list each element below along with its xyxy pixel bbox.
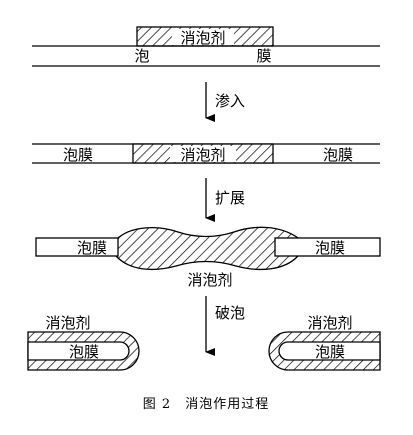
film-block-left	[35, 237, 119, 257]
film-block-right	[274, 237, 381, 257]
stage2: 消泡剂 泡膜 泡膜	[32, 143, 380, 164]
stage1: 消泡剂 泡 膜	[32, 26, 380, 67]
step1-label: 渗入	[215, 92, 245, 110]
figure-caption: 图 2 消泡作用过程	[143, 397, 269, 412]
defoamer-label: 消泡剂	[180, 146, 225, 164]
right-film-core	[278, 341, 381, 361]
film-label-right: 膜	[256, 47, 271, 65]
defoamer-lens	[115, 226, 299, 271]
left-film-label: 泡膜	[69, 343, 99, 361]
step-arrow-1: 渗入	[205, 82, 245, 122]
left-film-core	[27, 341, 130, 361]
film-label-right: 泡膜	[323, 146, 353, 164]
film-label-left: 泡膜	[63, 146, 93, 164]
step-arrow-2: 扩展	[205, 178, 245, 222]
step3-label: 破泡	[215, 304, 245, 322]
film-label-left: 泡膜	[77, 239, 107, 257]
defoamer-label-bg	[172, 29, 234, 45]
stage4: 消泡剂 泡膜 消泡剂 泡膜	[27, 314, 381, 371]
defoamer-label-bg	[170, 146, 236, 162]
stage3: 泡膜 泡膜 消泡剂	[35, 226, 381, 289]
right-defoamer-label: 消泡剂	[307, 314, 352, 332]
left-defoamer-label: 消泡剂	[45, 314, 90, 332]
film-label-left: 泡	[134, 47, 149, 65]
film-label-right: 泡膜	[315, 239, 345, 257]
step2-label: 扩展	[215, 189, 245, 207]
step-arrow-3: 破泡	[205, 296, 245, 356]
defoamer-label: 消泡剂	[187, 271, 232, 289]
right-film-label: 泡膜	[315, 343, 345, 361]
defoamer-label: 消泡剂	[180, 29, 225, 47]
